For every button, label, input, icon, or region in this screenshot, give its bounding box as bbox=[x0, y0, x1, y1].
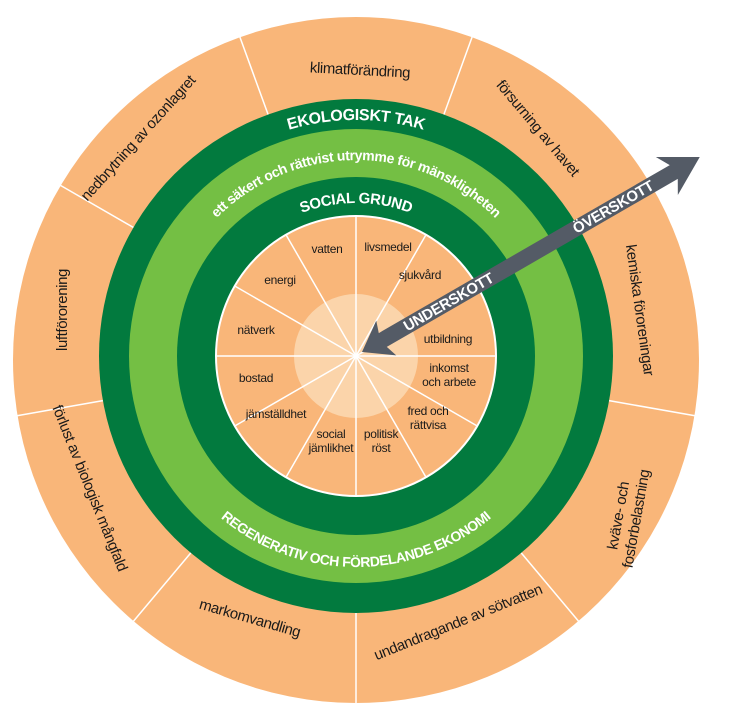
social-dimension-line: energi bbox=[264, 273, 296, 287]
outer-divider bbox=[11, 399, 104, 418]
social-dimension: utbildning bbox=[424, 332, 472, 346]
social-dimension-line: vatten bbox=[312, 242, 343, 256]
social-dimension-line: politisk bbox=[364, 427, 400, 441]
social-dimension: energi bbox=[264, 273, 296, 287]
outer-divider bbox=[52, 180, 134, 229]
social-dimension-line: bostad bbox=[239, 371, 273, 385]
social-divider bbox=[355, 355, 427, 478]
social-divider bbox=[355, 355, 478, 427]
social-dimension-line: sjukvård bbox=[399, 268, 441, 282]
social-dimension-line: och arbete bbox=[422, 375, 476, 389]
ecological-dimension: klimatförändring bbox=[309, 59, 410, 81]
social-dimension: vatten bbox=[312, 242, 343, 256]
ecological-dimension-line: klimatförändring bbox=[309, 59, 410, 81]
outer-divider bbox=[608, 399, 701, 418]
outer-divider bbox=[235, 26, 269, 115]
social-dimension: jämställdhet bbox=[245, 407, 307, 421]
social-dimension-line: inkomst bbox=[429, 361, 469, 375]
social-dimension-line: social bbox=[317, 427, 346, 441]
social-dimension: livsmedel bbox=[364, 240, 411, 254]
ecological-dimension-line: luftförorening bbox=[54, 269, 71, 351]
social-divider bbox=[355, 234, 427, 357]
social-divider bbox=[285, 355, 357, 478]
social-dimension: bostad bbox=[239, 371, 273, 385]
outer-divider bbox=[443, 26, 477, 115]
social-dimension-line: livsmedel bbox=[364, 240, 411, 254]
outer-divider bbox=[130, 552, 192, 625]
ecological-dimension: luftförorening bbox=[54, 269, 71, 351]
social-dimension-line: rättvisa bbox=[410, 418, 447, 432]
social-dimension-line: utbildning bbox=[424, 332, 472, 346]
social-dimension: nätverk bbox=[237, 323, 276, 337]
social-dimension-line: fred och bbox=[408, 404, 449, 418]
outer-divider bbox=[520, 552, 582, 625]
social-dimension-line: jämställdhet bbox=[245, 407, 307, 421]
social-divider bbox=[234, 355, 357, 427]
social-dimension-line: röst bbox=[372, 441, 392, 455]
social-divider bbox=[285, 234, 357, 357]
social-dimension: sjukvård bbox=[399, 268, 441, 282]
social-dimension-line: jämlikhet bbox=[308, 441, 355, 455]
social-dimension-line: nätverk bbox=[237, 323, 276, 337]
social-divider bbox=[234, 285, 357, 357]
